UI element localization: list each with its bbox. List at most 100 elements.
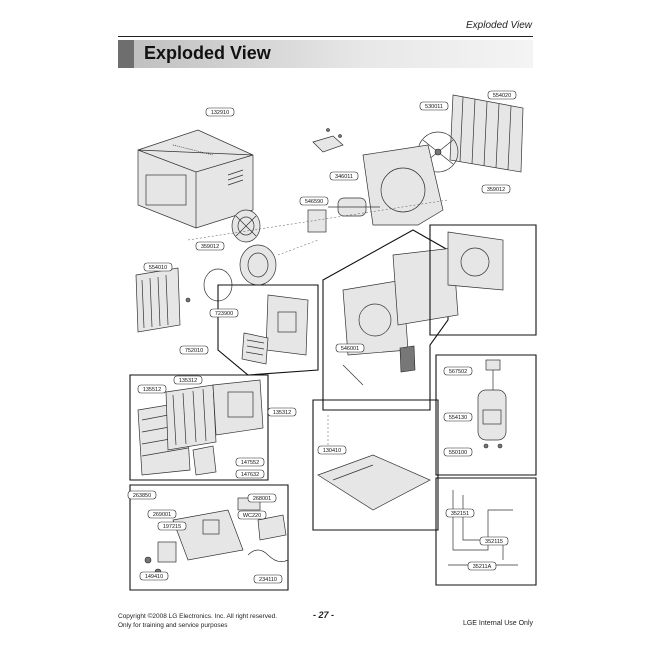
compressor-part	[477, 389, 507, 441]
part-number-text: 530011	[425, 104, 443, 110]
part-label: 135312	[267, 407, 297, 417]
part-label-box	[205, 107, 235, 117]
part-number-text: 546590	[305, 199, 323, 205]
part-label: WC220	[237, 510, 267, 520]
part-label-box	[443, 366, 473, 376]
part-number-text: 135312	[179, 378, 197, 384]
part-number-text: 554010	[149, 265, 167, 271]
header-rule	[118, 36, 533, 37]
base-plate-group	[312, 399, 439, 531]
base-pan-group	[322, 229, 449, 411]
pipe-group	[435, 477, 537, 586]
part-number-text: 234110	[259, 577, 277, 583]
panel-window-part	[227, 391, 254, 418]
part-number-text: 149410	[145, 574, 163, 580]
rear-grille-group	[429, 224, 537, 336]
part-label-box	[237, 510, 267, 520]
part-number-text: 35211A	[473, 564, 492, 570]
shroud-part	[362, 144, 444, 226]
motor-mount-part	[307, 209, 327, 233]
part-label: 268001	[247, 493, 277, 503]
part-number-text: 263850	[133, 493, 151, 499]
bracket-part	[399, 345, 416, 373]
control-panel-part	[265, 294, 309, 356]
part-label: 530011	[419, 101, 449, 111]
part-number-text: 135312	[273, 410, 291, 416]
partition-opening-part	[358, 303, 392, 337]
part-label-box	[479, 536, 509, 546]
part-number-text: 550100	[449, 450, 467, 456]
part-label-box	[137, 384, 167, 394]
screw-part	[185, 297, 191, 303]
vent-part	[192, 445, 217, 476]
part-label-box	[419, 101, 449, 111]
part-label: 135512	[137, 384, 167, 394]
blower-wheel-part	[231, 209, 261, 243]
drain-part	[342, 364, 364, 386]
part-label-box	[443, 447, 473, 457]
part-label: 197215	[157, 521, 187, 531]
part-number-text: 359012	[201, 244, 219, 250]
part-label-box	[147, 509, 177, 519]
part-number-text: 147632	[241, 472, 259, 478]
part-number-text: 132910	[211, 110, 229, 116]
part-label: 130410	[317, 445, 347, 455]
electrical-group	[129, 484, 289, 591]
page-number: - 27 -	[313, 610, 335, 620]
part-label-box	[467, 561, 497, 571]
accumulator-part	[485, 359, 501, 371]
part-label: 567502	[443, 366, 473, 376]
compressor-group	[435, 354, 537, 476]
part-label: 149410	[139, 571, 169, 581]
part-label-box	[209, 308, 239, 318]
part-number-text: 352151	[451, 511, 469, 517]
part-label-box	[335, 343, 365, 353]
part-label: 35211A	[467, 561, 497, 571]
part-label: 554130	[443, 412, 473, 422]
part-label-box	[445, 508, 475, 518]
cabinet-part	[137, 129, 254, 229]
part-label: 359012	[481, 184, 511, 194]
condenser-coil-part	[449, 94, 524, 173]
part-label: 723900	[209, 308, 239, 318]
part-label: 147632	[235, 469, 265, 479]
part-label-box	[317, 445, 347, 455]
part-label: 359012	[195, 241, 225, 251]
part-label: 546001	[335, 343, 365, 353]
control-window-part	[277, 311, 297, 333]
part-label-box	[253, 574, 283, 584]
part-label-box	[195, 241, 225, 251]
part-label-box	[329, 171, 359, 181]
filter-part	[165, 384, 217, 451]
part-label-box	[157, 521, 187, 531]
part-label: 346011	[329, 171, 359, 181]
part-number-text: 346011	[335, 174, 353, 180]
part-label-box	[235, 469, 265, 479]
base-rib-part	[332, 464, 374, 481]
part-label-box	[487, 90, 517, 100]
part-label: 546590	[299, 196, 329, 206]
part-number-text: 359012	[487, 187, 505, 193]
training-text: Only for training and service purposes	[118, 622, 228, 629]
part-label: 234110	[253, 574, 283, 584]
part-number-text: 352115	[485, 539, 503, 545]
base-plate-part	[317, 454, 431, 511]
part-label: 554010	[143, 262, 173, 272]
part-label: 147552	[235, 457, 265, 467]
part-label: 132910	[205, 107, 235, 117]
part-number-text: 723900	[215, 311, 233, 317]
copyright-text: Copyright ©2008 LG Electronics. Inc. All…	[118, 613, 278, 620]
footer-left: Copyright ©2008 LG Electronics. Inc. All…	[118, 612, 277, 630]
part-label: 135312	[173, 375, 203, 385]
part-number-text: 147552	[241, 460, 259, 466]
part-label-box	[139, 571, 169, 581]
part-label: 352151	[445, 508, 475, 518]
part-label-box	[481, 184, 511, 194]
wire-harness-part	[247, 549, 289, 562]
exploded-view-diagram: 1329105300115540203460113590125465903590…	[127, 90, 537, 591]
front-grille-group	[129, 374, 269, 481]
part-label: 269001	[147, 509, 177, 519]
mount-grommet-part	[483, 443, 503, 449]
section-label: Exploded View	[466, 20, 532, 31]
display-pcb-part	[257, 514, 287, 541]
